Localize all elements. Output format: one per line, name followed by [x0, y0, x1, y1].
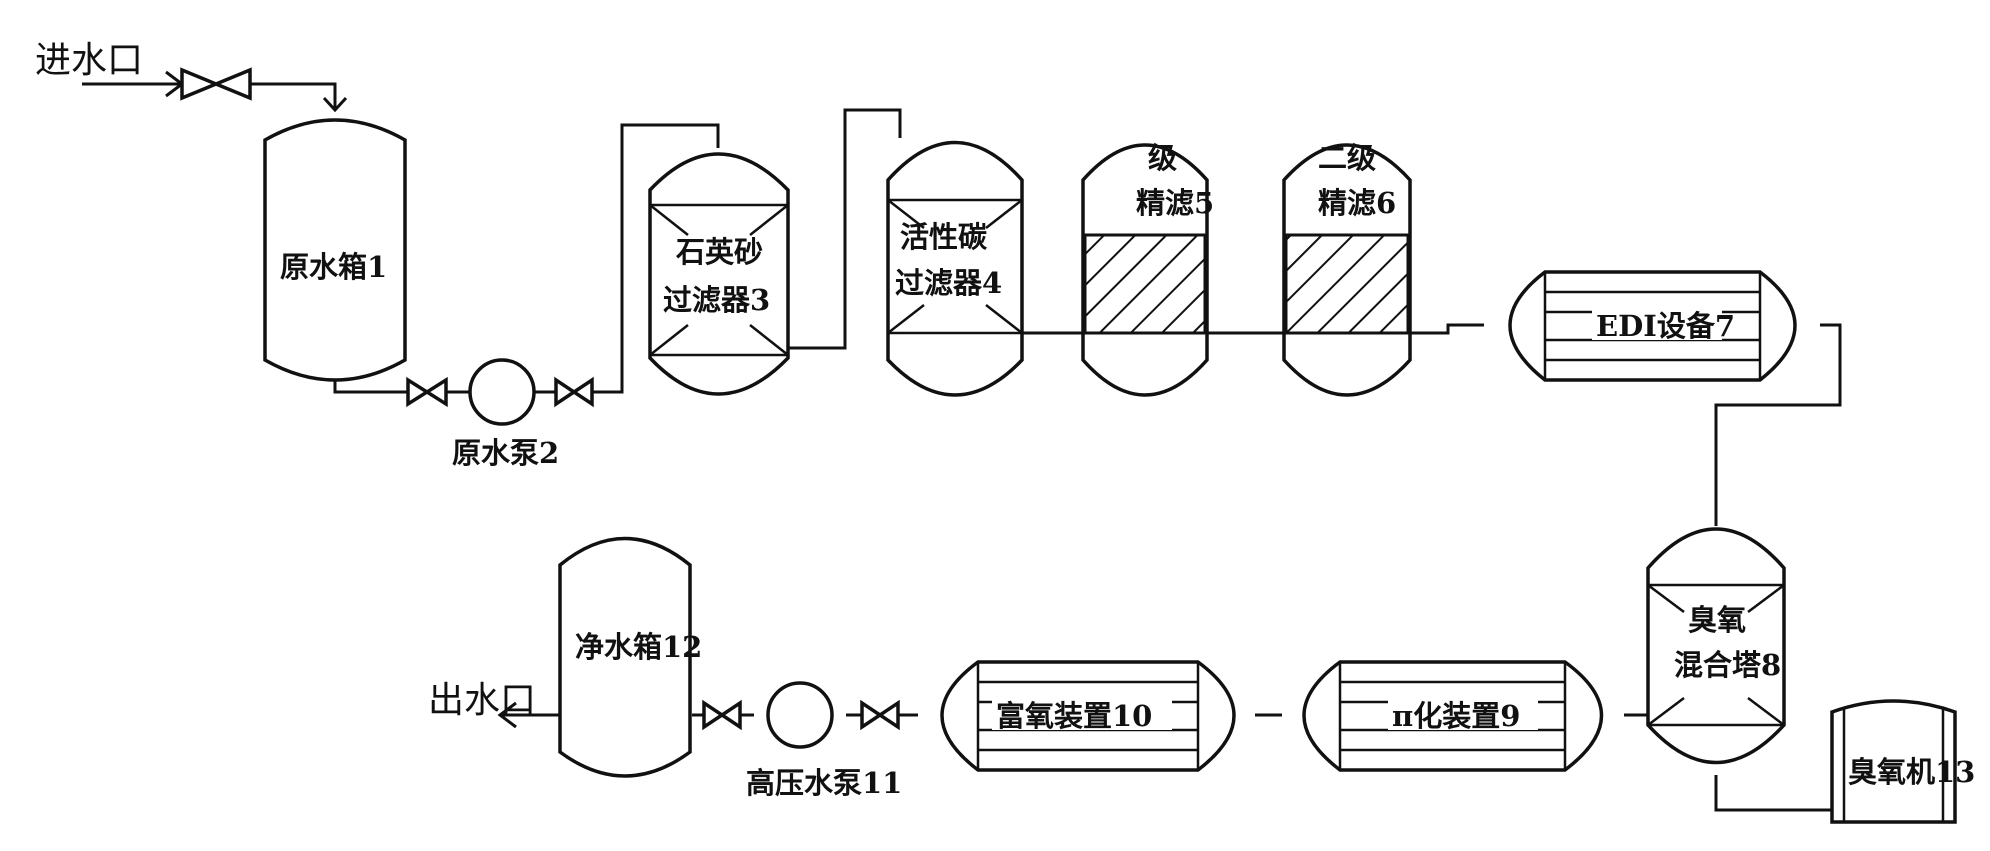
hp-pump-valve-left-icon	[702, 699, 742, 731]
ozone-mixing-tower	[1646, 527, 1786, 765]
carbon-label-line2: 过滤器4	[895, 266, 1002, 300]
clean-tank-label: 净水箱12	[575, 630, 702, 664]
fine-filter-5	[1081, 143, 1209, 397]
quartz-filter	[648, 152, 790, 396]
hp-pump-label: 高压水泵11	[746, 766, 902, 800]
carbon-label-line1: 活性碳	[900, 220, 988, 254]
carbon-filter	[886, 140, 1024, 397]
pipes	[82, 82, 1842, 812]
outlet-arrow-icon	[497, 701, 517, 729]
fine5-label-line2: 精滤5	[1136, 186, 1214, 220]
raw-pump-valve-right-icon	[554, 376, 594, 408]
raw-pump-valve-left-icon	[406, 376, 448, 408]
mixer-label-line2: 混合塔8	[1674, 648, 1781, 682]
tank-arrow-icon	[322, 96, 348, 113]
fine-filter-6	[1282, 143, 1412, 397]
outlet-label: 出水口	[428, 680, 536, 721]
mixer-label-line1: 臭氧	[1688, 603, 1746, 637]
hp-pump-valve-right-icon	[860, 699, 900, 731]
raw-tank-label: 原水箱1	[280, 250, 387, 284]
inlet-label: 进水口	[35, 40, 143, 81]
fine6-label-line2: 精滤6	[1318, 186, 1396, 220]
pi-device-label: π化装置9	[1392, 699, 1520, 733]
clean-tank	[558, 536, 692, 778]
raw-pump-icon	[468, 358, 536, 426]
edi-label: EDI设备7	[1596, 309, 1735, 343]
fine5-label-line1: 级	[1148, 141, 1177, 175]
oxy-device-label: 富氧装置10	[996, 699, 1152, 733]
raw-tank	[263, 118, 407, 382]
ozone-gen-label: 臭氧机13	[1848, 755, 1975, 789]
quartz-label-line1: 石英砂	[675, 235, 763, 269]
hp-pump-icon	[766, 681, 834, 749]
raw-pump-label: 原水泵2	[452, 436, 559, 470]
quartz-label-line2: 过滤器3	[663, 283, 770, 317]
inlet-valve-icon	[180, 67, 252, 101]
ozone-machine	[1830, 699, 1957, 824]
labels: 进水口 出水口 原水箱1 原水泵2 石英砂 过滤器3 活性碳 过滤器4 级 精滤…	[35, 40, 1975, 800]
fine6-label-line1: 二级	[1318, 141, 1376, 175]
valve-icons	[180, 67, 900, 731]
